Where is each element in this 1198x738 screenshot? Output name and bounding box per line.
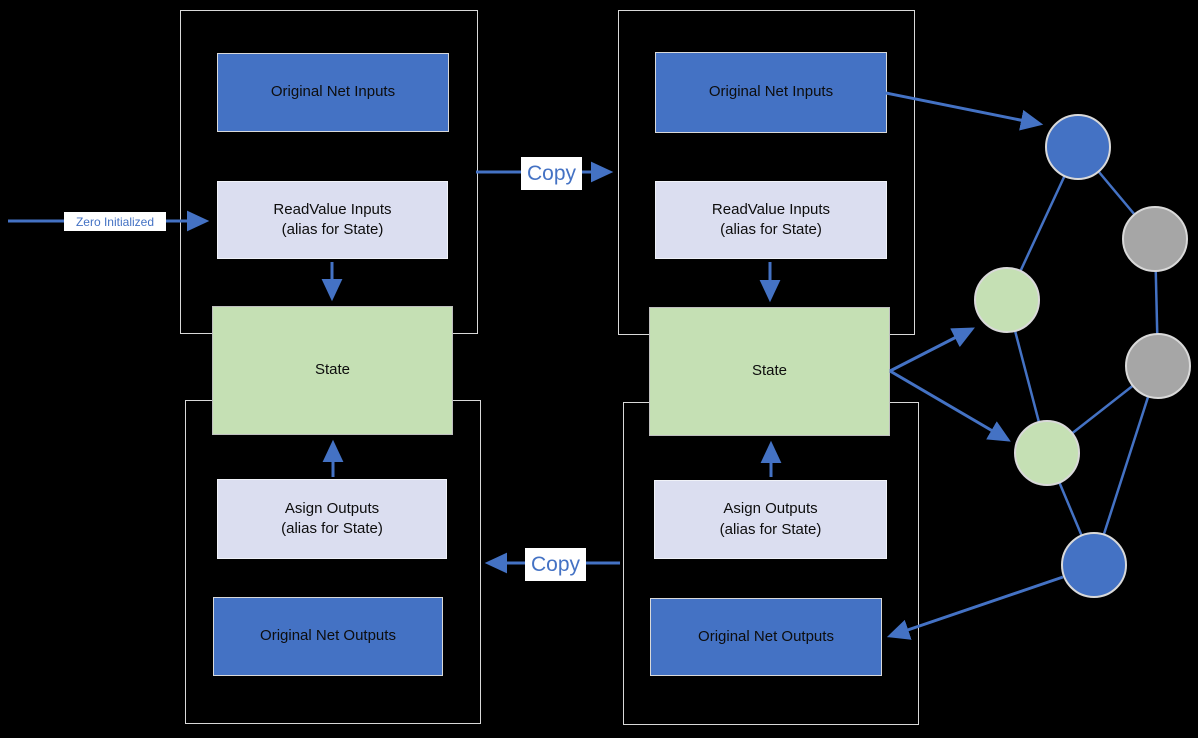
right-readvalue-inputs-box: ReadValue Inputs (alias for State) — [655, 181, 887, 259]
left-state-label: State — [314, 361, 351, 379]
right-asign-outputs-label-line2: (alias for State) — [719, 520, 822, 538]
left-asign-outputs-label-line1: Asign Outputs — [284, 499, 380, 517]
right-bottom-frame — [623, 402, 919, 725]
right-state-box: State — [649, 307, 890, 436]
zero-initialized-label: Zero Initialized — [64, 212, 166, 231]
left-readvalue-inputs-box: ReadValue Inputs (alias for State) — [217, 181, 448, 259]
node-top-blue — [1045, 114, 1111, 180]
right-asign-outputs-label-line1: Asign Outputs — [723, 500, 818, 518]
node-graph-edges — [1005, 146, 1160, 566]
right-readvalue-inputs-label-line2: (alias for State) — [720, 221, 822, 238]
left-asign-outputs-label-line2: (alias for State) — [281, 520, 383, 537]
edge-node-green-lower-node-gray-lower — [1046, 365, 1159, 454]
left-readvalue-inputs-label-line1: ReadValue Inputs — [273, 200, 392, 218]
right-original-net-inputs-label: Original Net Inputs — [708, 83, 834, 101]
left-original-net-outputs-box: Original Net Outputs — [213, 597, 443, 676]
left-original-net-inputs-label: Original Net Inputs — [270, 83, 396, 101]
edge-node-gray-lower-node-bottom-blue — [1092, 365, 1160, 566]
copy-label-top: Copy — [521, 157, 582, 190]
left-state-box: State — [212, 306, 453, 435]
right-asign-outputs-box: Asign Outputs (alias for State) — [654, 480, 887, 559]
right-original-net-outputs-label: Original Net Outputs — [698, 627, 834, 645]
edge-node-green-lower-node-bottom-blue — [1045, 452, 1096, 566]
node-green-lower — [1014, 420, 1080, 486]
node-bottom-blue — [1061, 532, 1127, 598]
arrow-state-to-green-upper — [889, 327, 975, 373]
left-asign-outputs-box: Asign Outputs (alias for State) — [217, 479, 447, 559]
copy-label-bottom: Copy — [525, 548, 586, 581]
left-readvalue-inputs-label-line2: (alias for State) — [281, 221, 384, 238]
edge-node-green-upper-node-green-lower — [1005, 299, 1049, 454]
right-readvalue-inputs-label-line1: ReadValue Inputs — [711, 200, 831, 218]
node-green-upper — [974, 267, 1040, 333]
edge-node-gray-upper-node-gray-lower — [1153, 238, 1160, 367]
right-original-net-inputs-box: Original Net Inputs — [655, 52, 887, 133]
left-original-net-inputs-box: Original Net Inputs — [217, 53, 449, 132]
node-graph-nodes — [974, 114, 1191, 598]
edge-node-top-blue-node-gray-upper — [1077, 146, 1156, 240]
edge-node-top-blue-node-green-upper — [1005, 146, 1080, 301]
node-gray-upper — [1122, 206, 1188, 272]
node-gray-lower — [1125, 333, 1191, 399]
right-original-net-outputs-box: Original Net Outputs — [650, 598, 882, 676]
left-original-net-outputs-label: Original Net Outputs — [260, 627, 396, 645]
right-state-label: State — [751, 362, 788, 380]
